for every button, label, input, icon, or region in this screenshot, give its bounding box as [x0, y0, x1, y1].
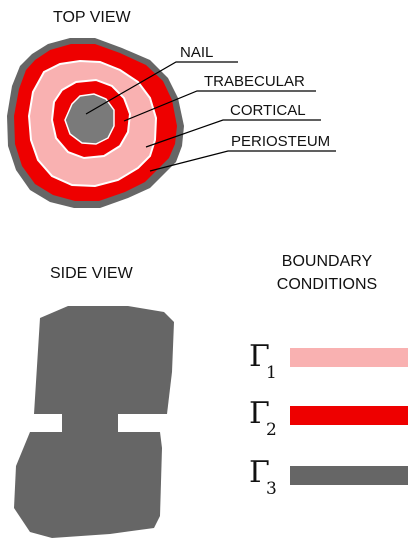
- gamma-2-subscript: 2: [266, 420, 277, 440]
- legend-item: Γ 2: [249, 396, 408, 440]
- top-view-title: TOP VIEW: [53, 9, 132, 26]
- gamma-3-symbol: Γ: [249, 455, 270, 490]
- trabecular-label: TRABECULAR: [204, 73, 305, 90]
- side-view-title: SIDE VIEW: [50, 265, 134, 282]
- nail-label: NAIL: [180, 44, 213, 61]
- periosteum-leader-line: [149, 150, 336, 172]
- leader-lines: [85, 61, 336, 172]
- boundary-title-line2: CONDITIONS: [277, 276, 377, 293]
- nail-core: [64, 93, 115, 145]
- bone-cross-section: [7, 38, 184, 208]
- legend-item: Γ 3: [249, 455, 408, 499]
- gamma-1-symbol: Γ: [249, 339, 270, 374]
- gamma-2-symbol: Γ: [249, 396, 270, 431]
- gamma-3-subscript: 3: [266, 479, 277, 499]
- boundary-title-line1: BOUNDARY: [282, 253, 373, 270]
- side-view-neck: [62, 408, 118, 436]
- cortical-label: CORTICAL: [230, 102, 306, 119]
- side-view-lower-block: [14, 432, 162, 538]
- gamma-1-subscript: 1: [266, 363, 277, 383]
- side-view-shape: [14, 306, 174, 538]
- gamma-1-swatch: [290, 348, 408, 367]
- periosteum-label: PERIOSTEUM: [231, 133, 330, 150]
- gamma-3-swatch: [290, 466, 408, 485]
- gamma-2-swatch: [290, 406, 408, 425]
- cortical-leader-line: [145, 119, 321, 148]
- nail-leader-line: [85, 61, 238, 115]
- trabecular-leader-line: [123, 90, 316, 122]
- side-view-upper-block: [34, 306, 174, 414]
- legend-item: Γ 1: [249, 339, 408, 383]
